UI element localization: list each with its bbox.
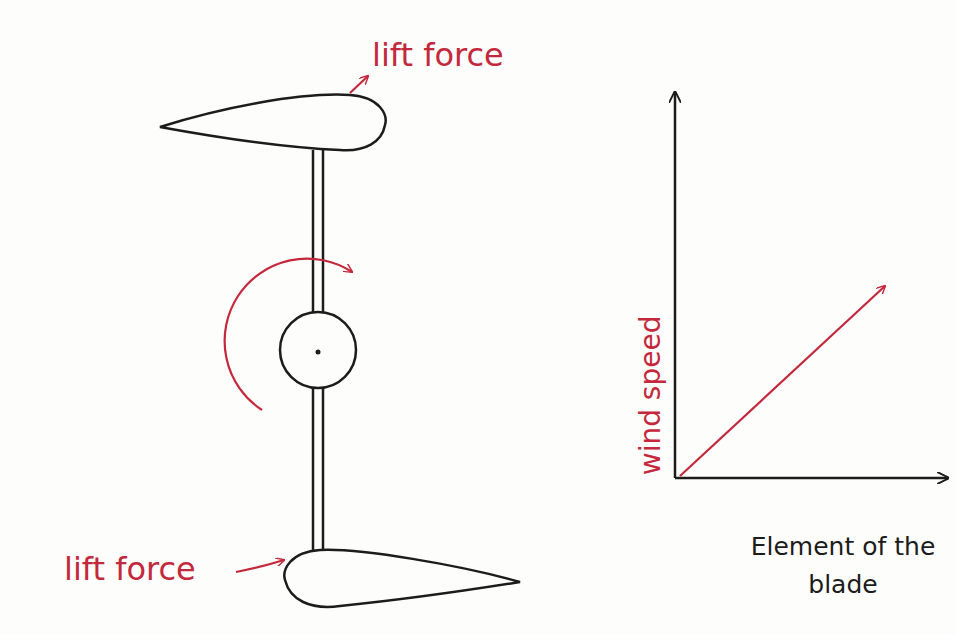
shaft [313, 150, 323, 552]
trend-line [680, 286, 885, 476]
airfoil-blade [160, 95, 386, 151]
leader-arrow [350, 76, 368, 93]
airfoil-blade [284, 550, 520, 607]
axis-label: Element of the blade [736, 528, 950, 603]
force-label: lift force [64, 552, 196, 587]
hub-dot [316, 350, 321, 355]
axis-label: wind speed [637, 315, 668, 475]
leader-arrow [236, 560, 284, 572]
y-axis [674, 92, 677, 478]
force-label: lift force [372, 38, 504, 73]
x-axis [675, 477, 948, 480]
rotation-arrow [225, 259, 352, 410]
hub [280, 312, 356, 388]
